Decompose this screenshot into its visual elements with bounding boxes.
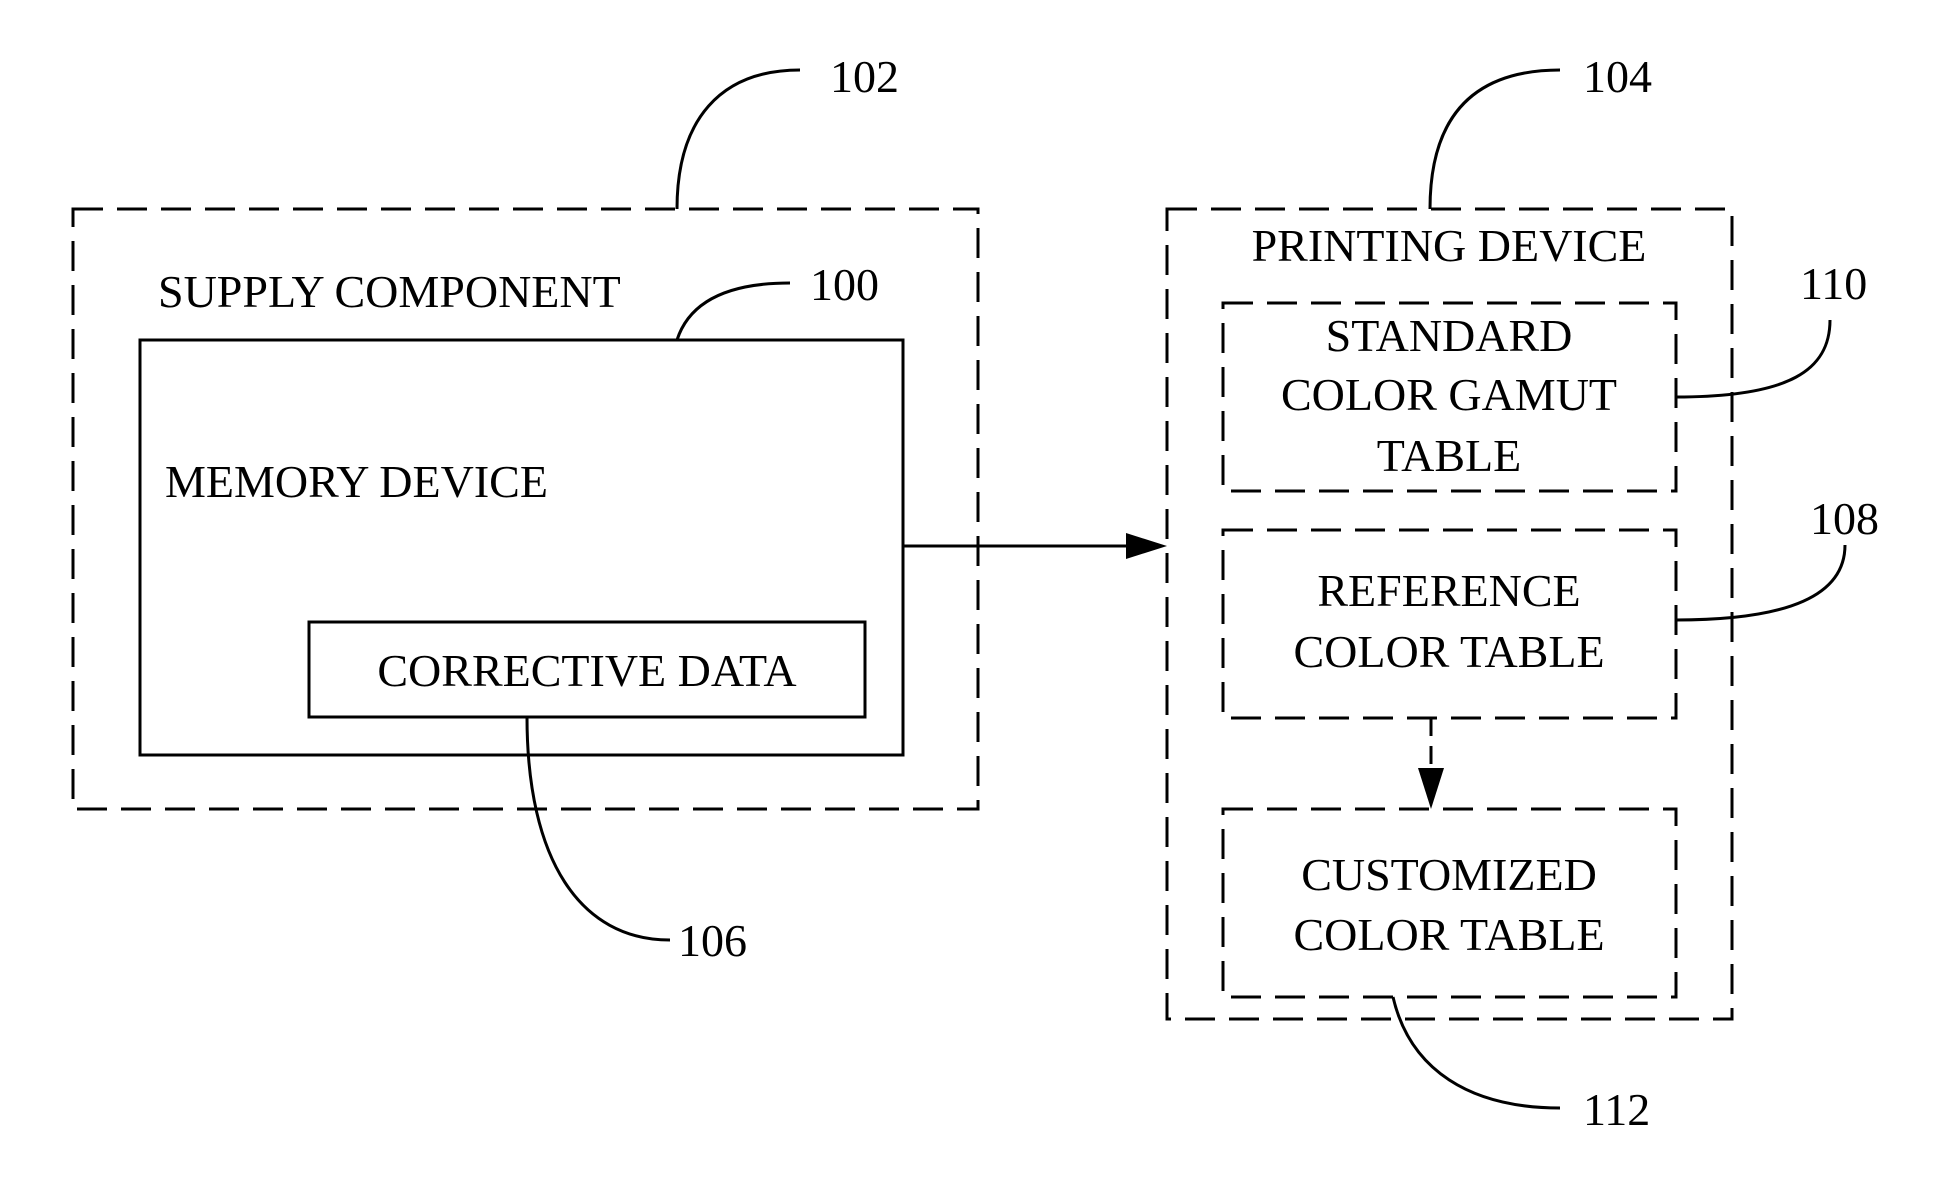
memory-device-ref: 100 [810,259,879,310]
corrective-data-ref: 106 [678,915,747,966]
customized-table-ref-leader [1393,997,1560,1108]
printing-device-ref: 104 [1583,51,1652,102]
reference-table-ref: 108 [1810,493,1879,544]
supply-component-ref-leader [677,70,800,209]
standard-table-line-2: COLOR GAMUT [1281,369,1617,420]
standard-color-gamut-table-group: STANDARD COLOR GAMUT TABLE 110 [1223,258,1867,491]
customization-arrow [1418,718,1444,809]
customization-arrow-head [1418,768,1444,809]
data-transfer-arrow [903,533,1167,559]
printing-device-label: PRINTING DEVICE [1252,220,1647,271]
supply-component-ref: 102 [830,51,899,102]
data-transfer-arrow-head [1126,533,1167,559]
standard-table-line-1: STANDARD [1326,310,1573,361]
printing-device-ref-leader [1430,70,1560,209]
corrective-data-ref-leader [527,717,670,940]
memory-device-ref-leader [677,283,790,340]
reference-table-ref-leader [1676,545,1845,620]
corrective-data-label: CORRECTIVE DATA [377,645,796,696]
customized-table-line-2: COLOR TABLE [1293,909,1604,960]
reference-table-line-2: COLOR TABLE [1293,626,1604,677]
memory-device-label: MEMORY DEVICE [165,456,548,507]
supply-component-label: SUPPLY COMPONENT [158,266,621,317]
standard-table-ref: 110 [1800,258,1867,309]
corrective-data-group: CORRECTIVE DATA 106 [309,622,865,966]
customized-color-table-group: CUSTOMIZED COLOR TABLE 112 [1223,809,1676,1135]
standard-table-ref-leader [1676,320,1830,397]
reference-color-table-box [1223,530,1676,718]
standard-table-line-3: TABLE [1377,430,1522,481]
customized-table-ref: 112 [1583,1084,1650,1135]
reference-color-table-group: REFERENCE COLOR TABLE 108 [1223,493,1879,718]
reference-table-line-1: REFERENCE [1317,565,1580,616]
customized-table-line-1: CUSTOMIZED [1301,849,1597,900]
customized-color-table-box [1223,809,1676,997]
